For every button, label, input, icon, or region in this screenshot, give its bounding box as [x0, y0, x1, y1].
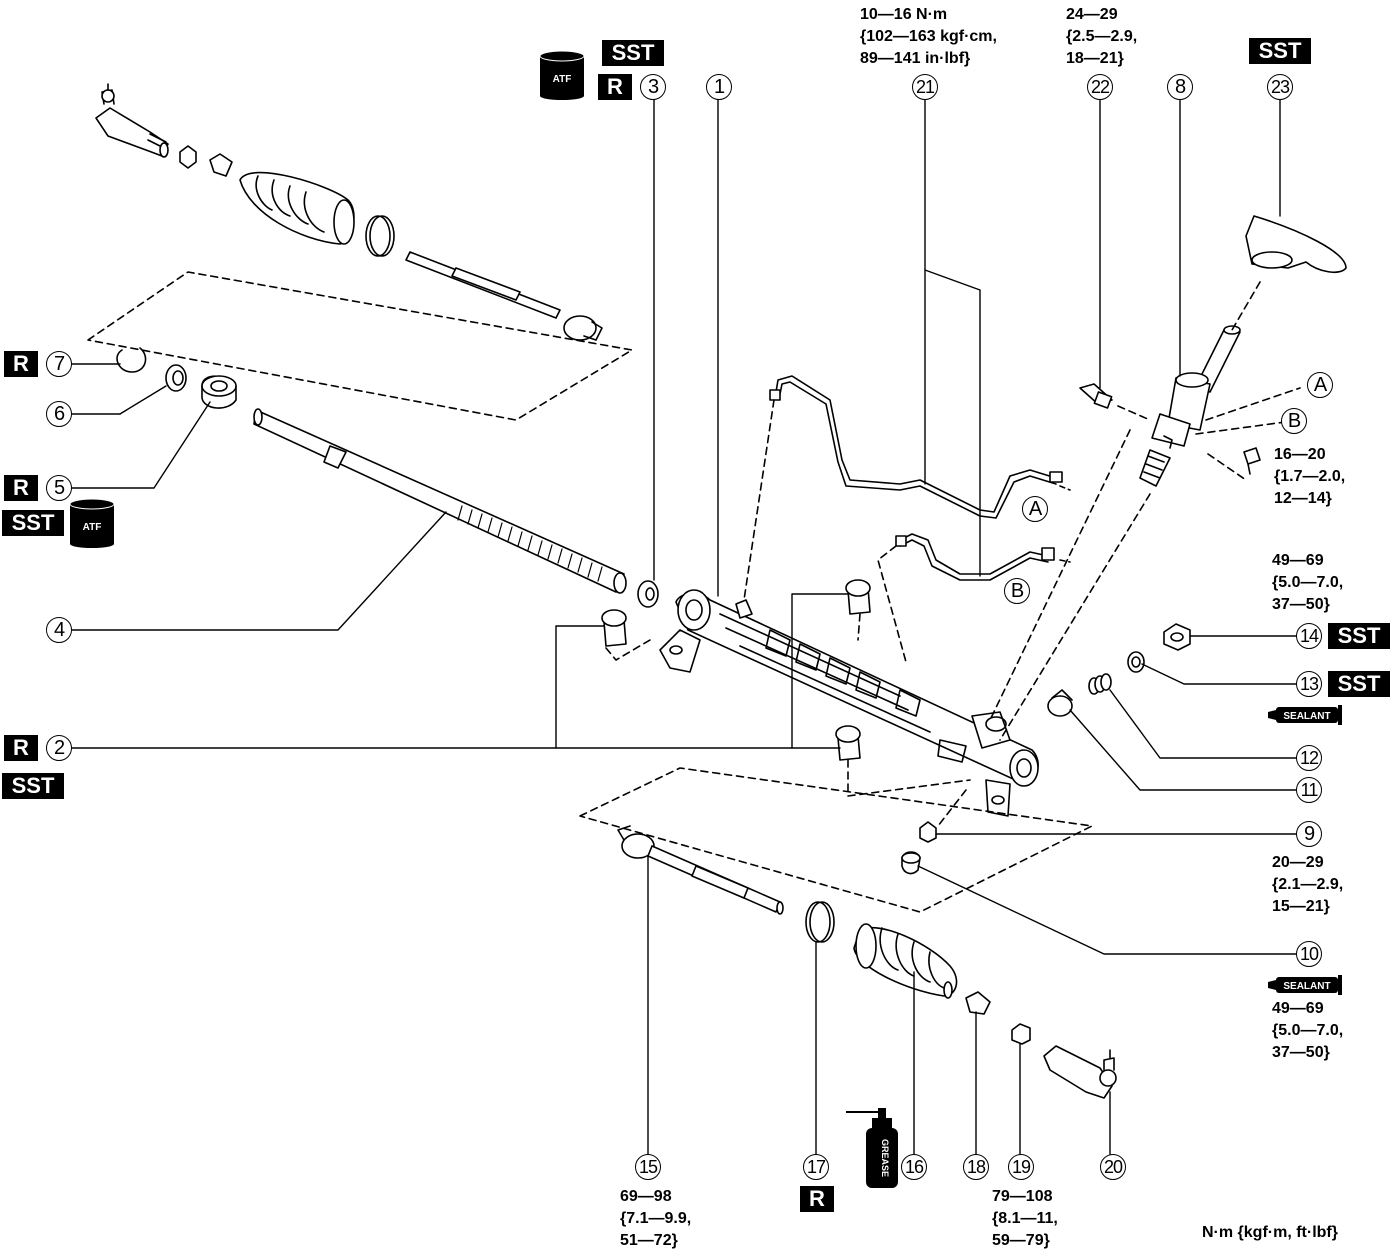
sst-tag-13: SST	[1328, 671, 1390, 697]
callout-2: 2	[46, 735, 72, 761]
callout-21: 21	[912, 74, 938, 100]
callout-B-right: B	[1281, 408, 1307, 434]
sealant-tube-icon: SEALANT	[1268, 705, 1342, 725]
torque-spec-15: 69—98 {7.1—9.9, 51—72}	[620, 1188, 692, 1249]
mount-bushing-bottom-part	[835, 725, 861, 761]
locknut-14-part	[1163, 623, 1191, 651]
r-tag-2: R	[4, 735, 38, 761]
bushing-10-part	[901, 851, 921, 875]
sealant-label-10: SEALANT	[1283, 981, 1330, 992]
callout-14: 14	[1296, 623, 1322, 649]
dust-cover-part	[1245, 215, 1347, 274]
tie-rod-end-upper-part	[95, 83, 169, 158]
callout-18: 18	[963, 1154, 989, 1180]
sealant-label-13: SEALANT	[1283, 711, 1330, 722]
nut-19-part	[1011, 1023, 1031, 1045]
nut-9-part	[919, 821, 937, 843]
torque-spec-19: 79—108 {8.1—11, 59—79}	[992, 1188, 1058, 1249]
callout-13: 13	[1296, 671, 1322, 697]
tie-rod-lower-part	[617, 825, 784, 915]
callout-12: 12	[1296, 745, 1322, 771]
r-tag-7: R	[4, 351, 38, 377]
callout-A-left: A	[1022, 496, 1048, 522]
atf-can-icon: ATF	[70, 498, 114, 548]
oil-seal-part	[637, 580, 659, 608]
callout-4: 4	[46, 617, 72, 643]
torque-spec-9: 20—29 {2.1—2.9, 15—21}	[1272, 854, 1344, 915]
callout-19: 19	[1008, 1154, 1034, 1180]
locknut-upper-part	[179, 145, 233, 177]
mount-bushing-left-part	[601, 609, 627, 647]
return-line-part	[895, 533, 1055, 581]
torque-spec-22: 24—29 {2.5—2.9, 18—21}	[1066, 6, 1138, 67]
torque-spec-14: 49—69 {5.0—7.0, 37—50}	[1272, 552, 1344, 613]
atf-label-top: ATF	[553, 74, 572, 85]
mount-bushing-top-part	[845, 579, 871, 615]
callout-22: 22	[1087, 74, 1113, 100]
callout-23: 23	[1267, 74, 1293, 100]
dashed-frame-upper	[87, 271, 633, 421]
callout-11: 11	[1296, 777, 1322, 803]
callout-5: 5	[46, 475, 72, 501]
gear-housing-part	[659, 589, 1039, 817]
boot-lower-part	[853, 923, 958, 999]
callout-9: 9	[1296, 821, 1322, 847]
clip-18-part	[965, 991, 991, 1015]
boot-upper-part	[239, 171, 355, 245]
callout-6: 6	[46, 401, 72, 427]
callout-8: 8	[1167, 74, 1193, 100]
torque-spec-10: 49—69 {5.0—7.0, 37—50}	[1272, 1000, 1344, 1061]
callout-15: 15	[635, 1154, 661, 1180]
sst-tag-5: SST	[2, 510, 64, 536]
callout-17: 17	[803, 1154, 829, 1180]
bushing-part	[201, 375, 237, 409]
yoke-plug-part	[1047, 689, 1073, 717]
adjusting-washer-part	[1127, 651, 1145, 673]
tie-rod-upper-part	[405, 251, 603, 341]
sst-tag-14: SST	[1328, 623, 1390, 649]
sst-tag-2: SST	[2, 773, 64, 799]
pressure-line-part	[769, 375, 1063, 519]
r-tag-17: R	[800, 1186, 834, 1212]
grease-can-icon: GREASE	[846, 1108, 898, 1188]
callout-20: 20	[1100, 1154, 1126, 1180]
grease-label: GREASE	[880, 1139, 890, 1177]
callout-16: 16	[901, 1154, 927, 1180]
steering-rack-part	[253, 408, 627, 594]
bolt-right-part	[1243, 447, 1261, 475]
sst-tag-3: SST	[602, 40, 664, 66]
callout-7: 7	[46, 351, 72, 377]
torque-spec-bolt: 16—20 {1.7—2.0, 12—14}	[1274, 446, 1346, 507]
spring-part	[1088, 673, 1112, 695]
unit-legend: N·m {kgf·m, ft·lbf}	[1202, 1224, 1338, 1241]
tie-rod-end-lower-part	[1043, 1045, 1117, 1099]
atf-can-icon: ATF	[540, 50, 584, 100]
callout-B-left: B	[1004, 578, 1030, 604]
callout-3: 3	[640, 74, 666, 100]
pinion-valve-part	[1139, 325, 1241, 487]
bolt-22-part	[1079, 383, 1113, 409]
callout-1: 1	[706, 74, 732, 100]
r-tag-3: R	[598, 74, 632, 100]
callout-10: 10	[1296, 941, 1322, 967]
sst-tag-23: SST	[1249, 38, 1311, 64]
atf-label-left: ATF	[83, 522, 102, 533]
sealant-tube-icon: SEALANT	[1268, 975, 1342, 995]
boot-clamp-lower-part	[805, 901, 835, 943]
torque-spec-21: 10—16 N·m {102—163 kgf·cm, 89—141 in·lbf…	[860, 6, 997, 67]
callout-A-right: A	[1307, 372, 1333, 398]
snap-ring-part	[116, 347, 147, 373]
boot-clamp-upper-part	[365, 215, 395, 257]
r-tag-5: R	[4, 475, 38, 501]
dashed-frame-lower	[579, 767, 1093, 913]
leader-lines	[71, 99, 1297, 1155]
